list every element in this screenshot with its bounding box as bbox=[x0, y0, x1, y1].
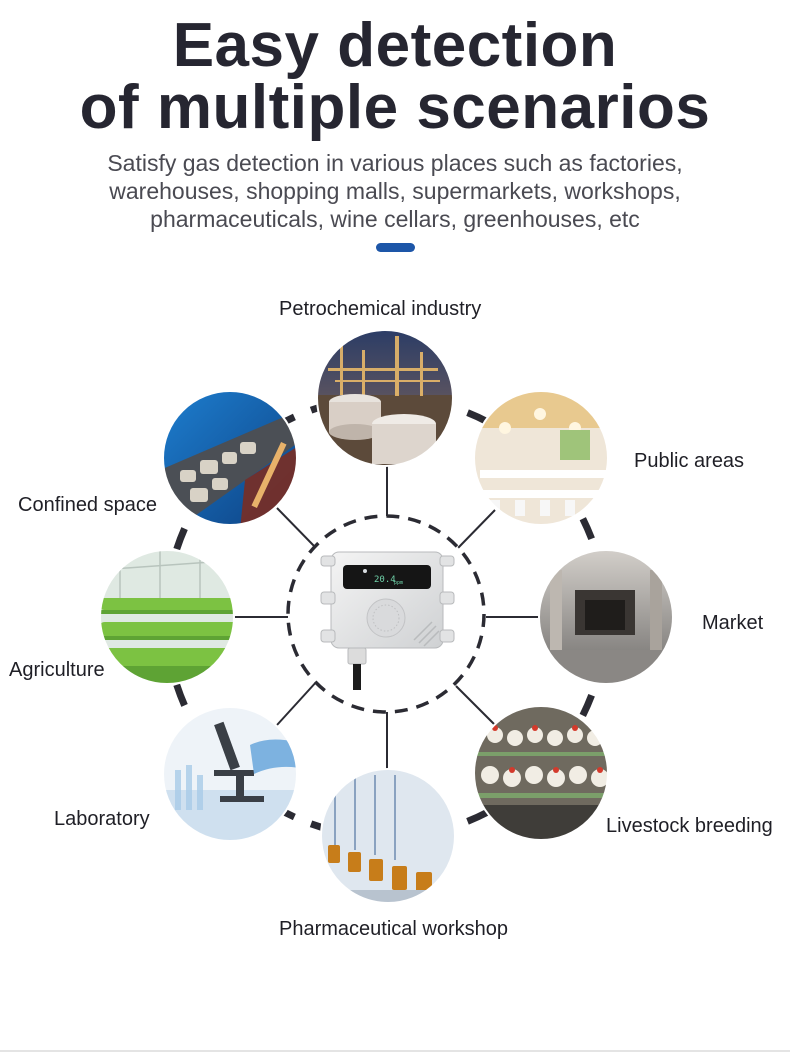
label-pharmaceutical-workshop: Pharmaceutical workshop bbox=[279, 918, 508, 940]
label-confined-space: Confined space bbox=[18, 494, 157, 516]
subtitle-line-3: pharmaceuticals, wine cellars, greenhous… bbox=[150, 206, 640, 232]
gas-sensor-device: 20.4 ppm bbox=[320, 551, 455, 690]
lab-microscope-photo bbox=[163, 707, 297, 841]
device-display-value: 20.4 bbox=[374, 575, 396, 585]
label-agriculture: Agriculture bbox=[9, 659, 105, 681]
public-cafeteria-photo bbox=[474, 391, 608, 525]
accent-divider bbox=[376, 243, 415, 252]
bottom-divider bbox=[0, 1050, 790, 1052]
poultry-farm-photo bbox=[474, 706, 608, 840]
market-hall-photo bbox=[539, 550, 673, 684]
petrochemical-plant-photo bbox=[317, 330, 453, 466]
pharma-bottles-photo bbox=[321, 769, 455, 903]
label-livestock-breeding: Livestock breeding bbox=[606, 815, 773, 837]
headline-line-1: Easy detection bbox=[172, 11, 618, 80]
svg-text:ppm: ppm bbox=[394, 580, 403, 586]
label-petrochemical-industry: Petrochemical industry bbox=[279, 298, 482, 320]
subtitle-line-1: Satisfy gas detection in various places … bbox=[107, 150, 683, 176]
greenhouse-photo bbox=[100, 550, 234, 684]
subtitle-line-2: warehouses, shopping malls, supermarkets… bbox=[109, 178, 681, 204]
connector-lines bbox=[234, 466, 539, 770]
label-market: Market bbox=[702, 612, 764, 634]
label-public-areas: Public areas bbox=[634, 450, 745, 472]
label-laboratory: Laboratory bbox=[54, 808, 150, 830]
mine-conveyor-photo bbox=[163, 391, 297, 525]
headline-line-2: of multiple scenarios bbox=[79, 73, 711, 142]
